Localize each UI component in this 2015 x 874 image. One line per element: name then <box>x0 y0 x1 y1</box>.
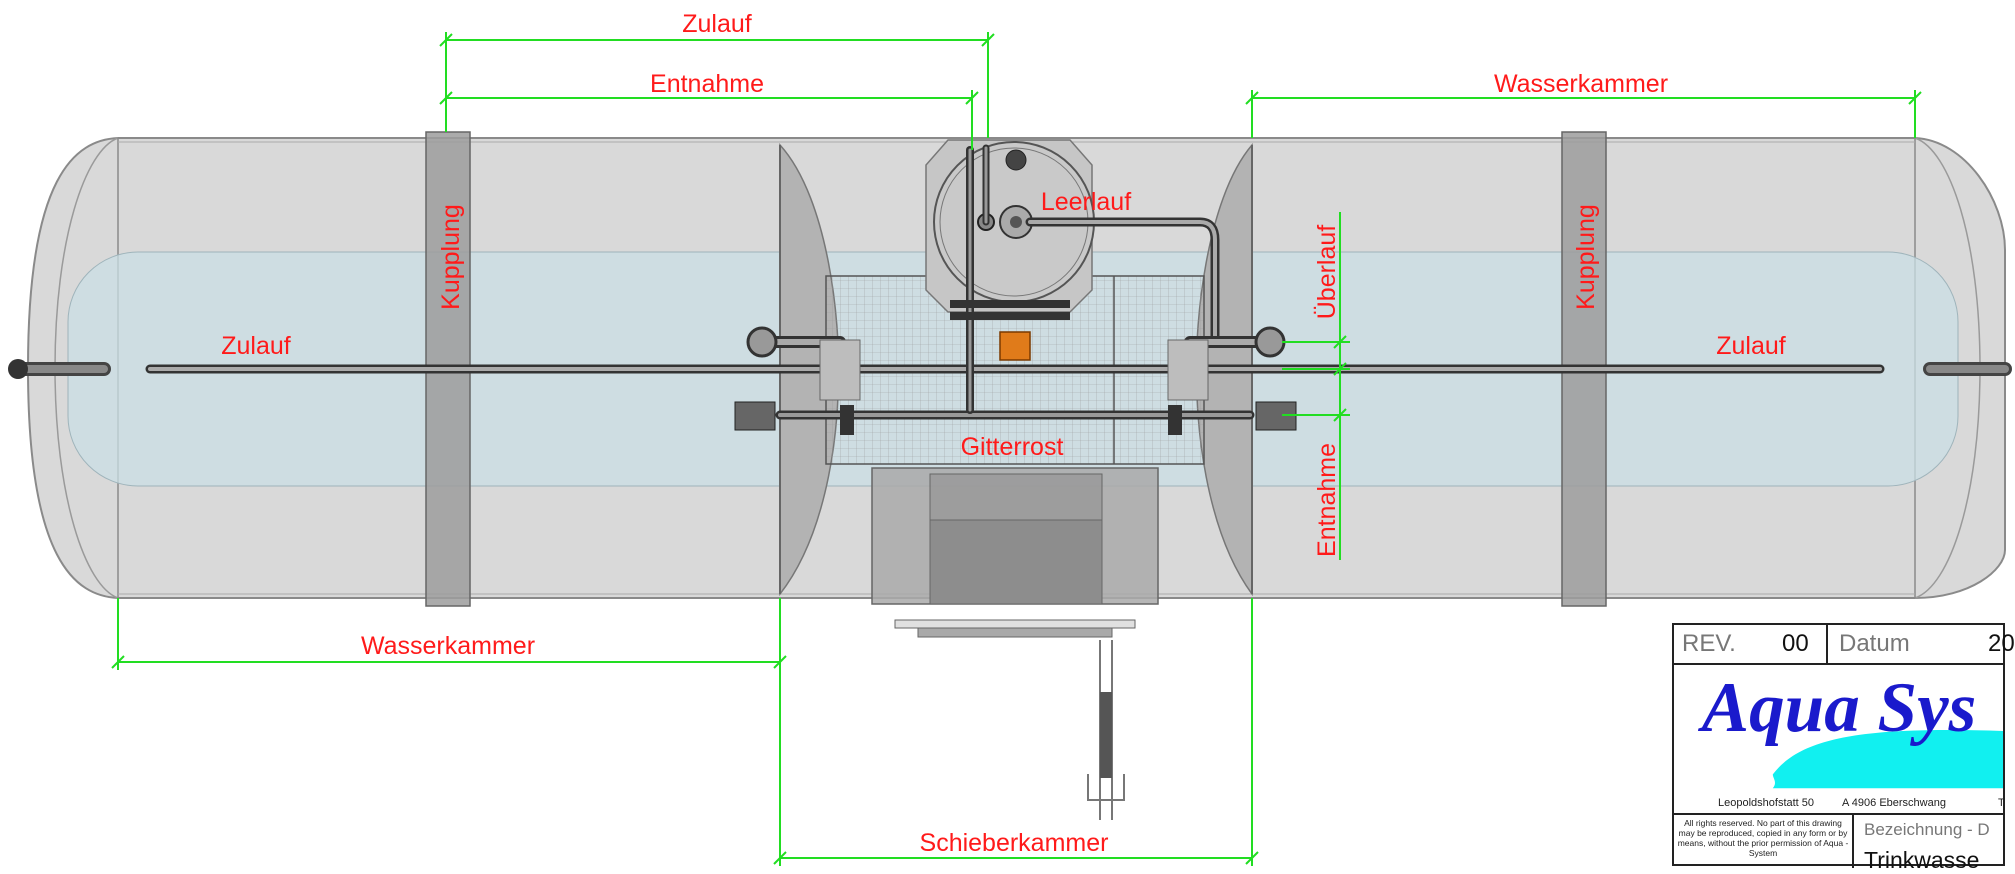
label-zulauf-top: Zulauf <box>682 10 752 38</box>
logo-text: Aqua Sys <box>1698 669 1977 747</box>
label-ueberlauf: Überlauf <box>1313 225 1341 320</box>
address-city: A 4906 Eberschwang <box>1842 797 1946 809</box>
label-entnahme-right: Entnahme <box>1313 443 1341 557</box>
datum-label: Datum <box>1839 630 1910 657</box>
label-wasserkammer-bottom: Wasserkammer <box>361 632 535 660</box>
title-block-divider <box>1826 625 1828 663</box>
label-zulauf-right: Zulauf <box>1716 332 1786 360</box>
label-zulauf-left: Zulauf <box>221 332 291 360</box>
datum-value: 20 <box>1988 630 2015 657</box>
address-street: Leopoldshofstatt 50 <box>1718 797 1815 809</box>
rev-label: REV. <box>1682 630 1736 657</box>
label-entnahme-top: Entnahme <box>650 70 764 98</box>
copyright-notice: All rights reserved. No part of this dra… <box>1674 815 1854 868</box>
title-block: REV. 00 Datum 20 Aqua Sys Leopoldshofsta… <box>1672 623 2015 873</box>
label-kupplung-right: Kupplung <box>1572 204 1600 310</box>
label-schieberkammer: Schieberkammer <box>920 829 1109 857</box>
company-address: Leopoldshofstatt 50 A 4906 Eberschwang T <box>1674 795 2005 815</box>
address-extra: T <box>1998 797 2005 809</box>
label-wasserkammer-top: Wasserkammer <box>1494 70 1668 98</box>
dimension-lines <box>111 32 1922 866</box>
bezeichnung-label: Bezeichnung - D <box>1864 820 1990 839</box>
pipe-fittings <box>8 300 1297 435</box>
rev-value: 00 <box>1782 630 1809 657</box>
aqua-system-logo: Aqua Sys <box>1698 669 2003 789</box>
label-kupplung-left: Kupplung <box>437 204 465 310</box>
title-block-header-row: REV. 00 Datum 20 <box>1674 625 2015 665</box>
drawing-name: Trinkwasse <box>1864 847 1980 873</box>
label-leerlauf: Leerlauf <box>1041 188 1131 216</box>
valve-chamber-body <box>871 467 1159 820</box>
label-gitterrost: Gitterrost <box>961 433 1064 461</box>
